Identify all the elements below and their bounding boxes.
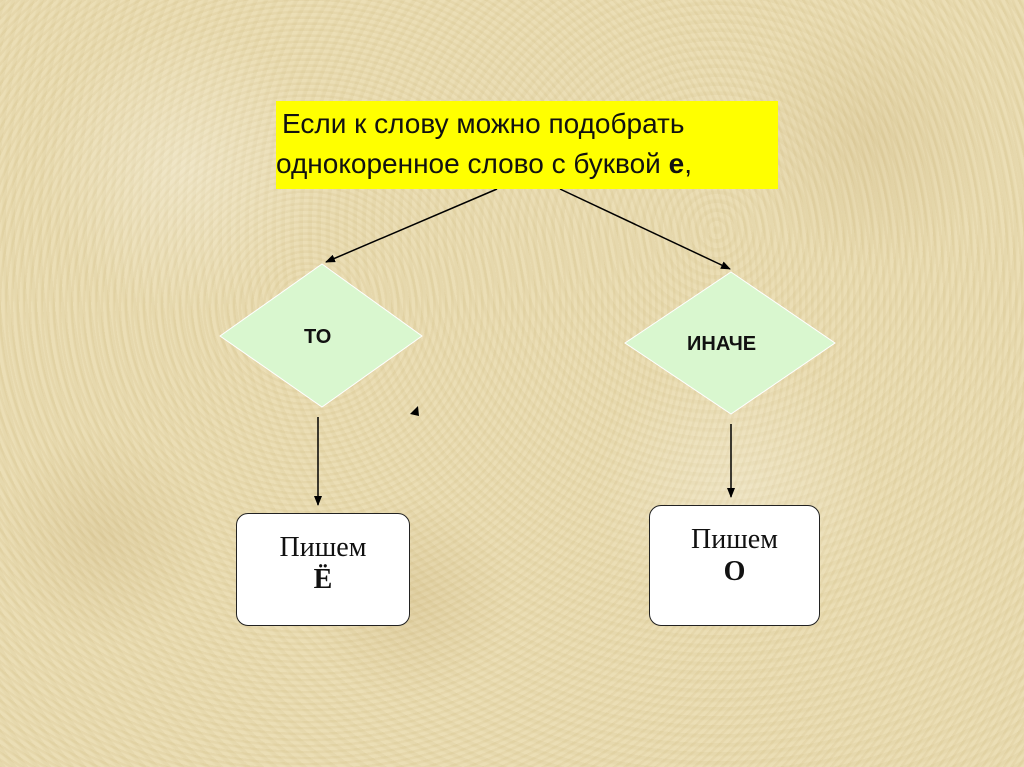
else-diamond bbox=[624, 271, 836, 415]
stray-arrowhead-mark bbox=[410, 406, 419, 416]
then-diamond bbox=[219, 263, 423, 408]
then-result-letter: Ё bbox=[313, 564, 333, 595]
else-result-letter: О bbox=[723, 556, 746, 587]
arrow-to-else bbox=[559, 188, 731, 270]
else-result-word: Пишем bbox=[691, 524, 778, 555]
else-label: ИНАЧЕ bbox=[687, 333, 757, 355]
then-result-box: Пишем Ё bbox=[236, 513, 410, 626]
condition-line-2-text: однокоренное слово с буквой bbox=[276, 148, 669, 179]
else-result-box: Пишем О bbox=[649, 505, 820, 626]
condition-line-2: однокоренное слово с буквой е, bbox=[276, 147, 692, 181]
condition-box: Если к слову можно подобрать однокоренно… bbox=[276, 101, 778, 189]
arrow-to-then bbox=[325, 188, 498, 263]
condition-line-1: Если к слову можно подобрать bbox=[282, 108, 685, 139]
condition-letter: е bbox=[668, 148, 685, 179]
then-label: ТО bbox=[304, 326, 332, 348]
condition-line-2-suffix: , bbox=[684, 148, 692, 179]
then-result-word: Пишем bbox=[279, 532, 367, 563]
